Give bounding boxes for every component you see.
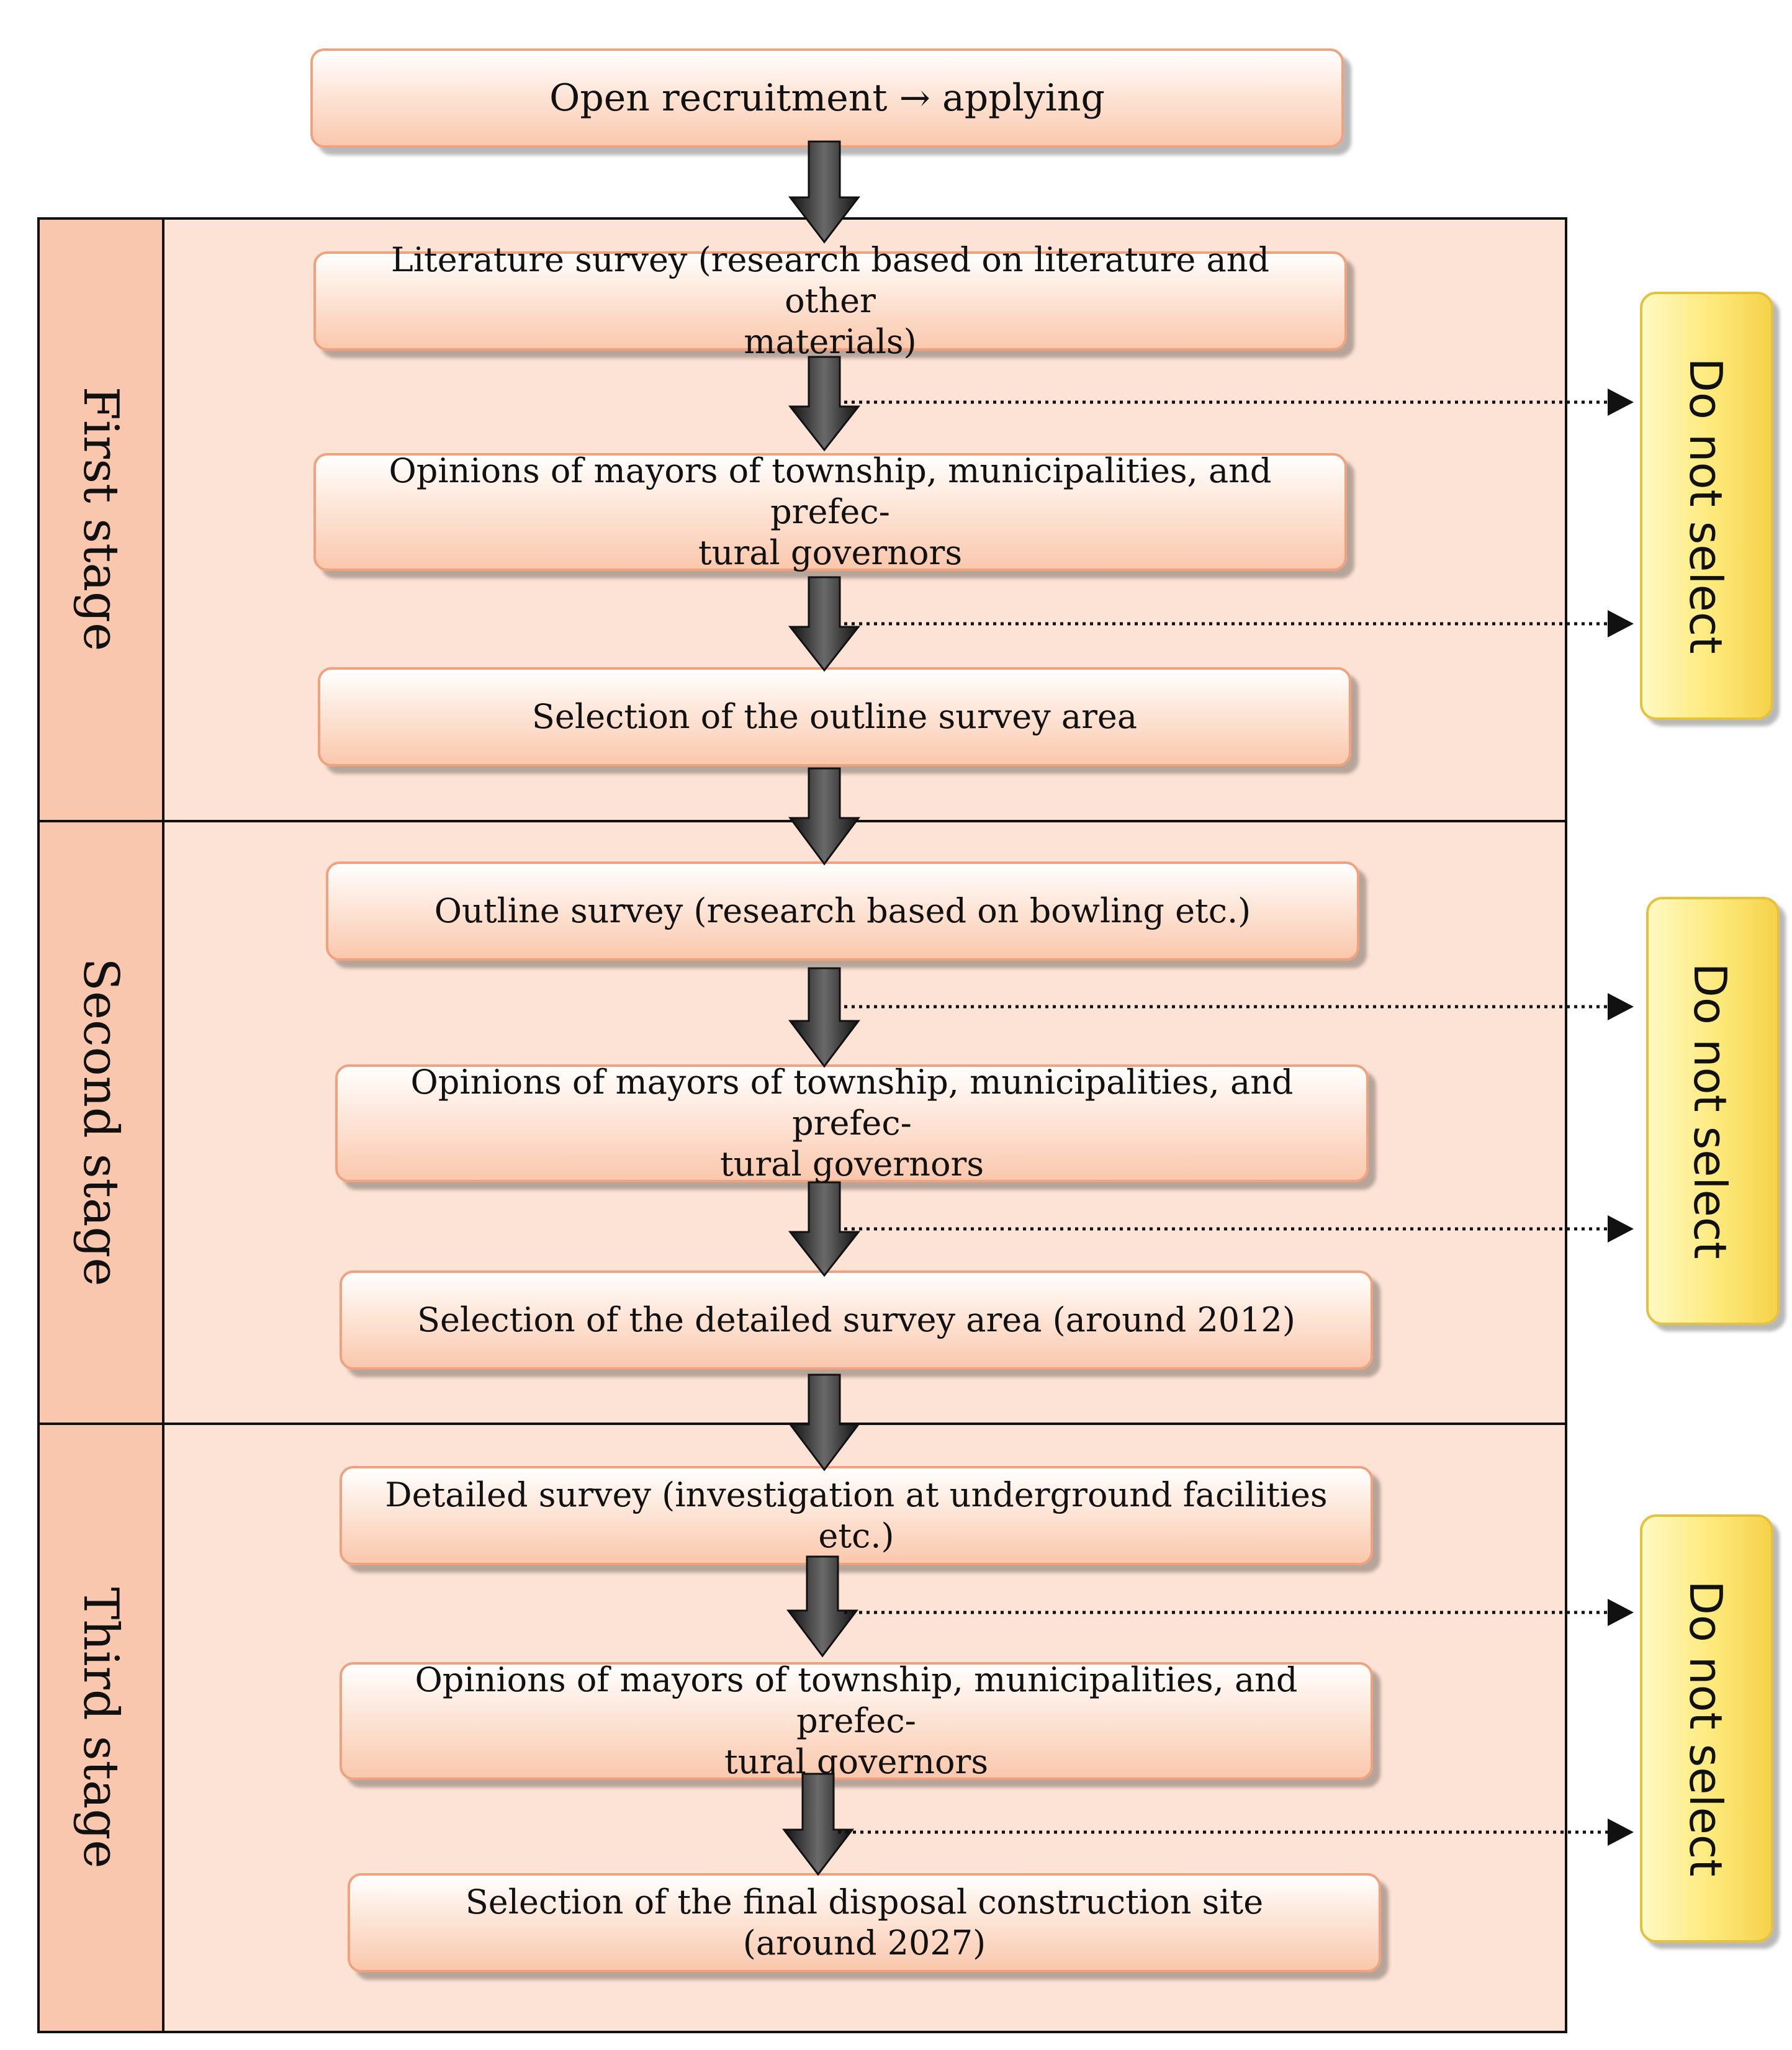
outcome-box-third: [1640, 1514, 1773, 1943]
stage-label-second: Second stage: [73, 958, 128, 1287]
step-literature-survey: Literature survey (research based on lit…: [313, 240, 1347, 361]
step-line: Outline survey (research based on bowlin…: [434, 891, 1251, 930]
step-line: Literature survey (research based on lit…: [390, 240, 1270, 320]
outcome-label-first: Do not select: [1680, 357, 1732, 654]
step-line: Selection of the detailed survey area (a…: [417, 1300, 1295, 1339]
step-line: Opinions of mayors of township, municipa…: [389, 451, 1272, 531]
step-opinions-third: Opinions of mayors of township, municipa…: [340, 1660, 1373, 1781]
step-line: tural governors: [698, 533, 963, 572]
step-selection-outline-area: Selection of the outline survey area: [318, 667, 1351, 767]
step-opinions-first: Opinions of mayors of township, municipa…: [313, 451, 1347, 572]
step-line: tural governors: [724, 1742, 989, 1781]
start-step-label: Open recruitment → applying: [549, 76, 1105, 120]
step-line: tural governors: [719, 1144, 984, 1184]
step-line: Opinions of mayors of township, municipa…: [415, 1660, 1298, 1740]
step-selection-detailed-area: Selection of the detailed survey area (a…: [340, 1270, 1373, 1370]
stage-label-cell-second: [37, 820, 164, 1425]
outcome-box-second: [1646, 897, 1780, 1325]
step-line: (around 2027): [742, 1923, 986, 1962]
step-line: Selection of the final disposal construc…: [465, 1882, 1264, 1922]
outcome-label-third: Do not select: [1680, 1580, 1732, 1877]
stage-label-cell-first: [37, 217, 164, 822]
stage-label-first: First stage: [73, 386, 128, 652]
start-step: Open recruitment → applying: [310, 48, 1344, 148]
step-selection-final-site: Selection of the final disposal construc…: [348, 1873, 1381, 1972]
stage-label-cell-third: [37, 1423, 164, 2033]
step-line: Selection of the outline survey area: [531, 697, 1138, 736]
step-opinions-second: Opinions of mayors of township, municipa…: [335, 1063, 1369, 1184]
outcome-label-second: Do not select: [1684, 963, 1736, 1259]
step-line: Detailed survey (investigation at underg…: [385, 1475, 1328, 1555]
step-line: materials): [744, 322, 917, 361]
step-outline-survey: Outline survey (research based on bowlin…: [326, 861, 1359, 961]
step-detailed-survey: Detailed survey (investigation at underg…: [340, 1466, 1373, 1565]
step-line: Opinions of mayors of township, municipa…: [410, 1063, 1294, 1143]
outcome-box-first: [1640, 292, 1773, 720]
stage-label-third: Third stage: [73, 1587, 128, 1869]
